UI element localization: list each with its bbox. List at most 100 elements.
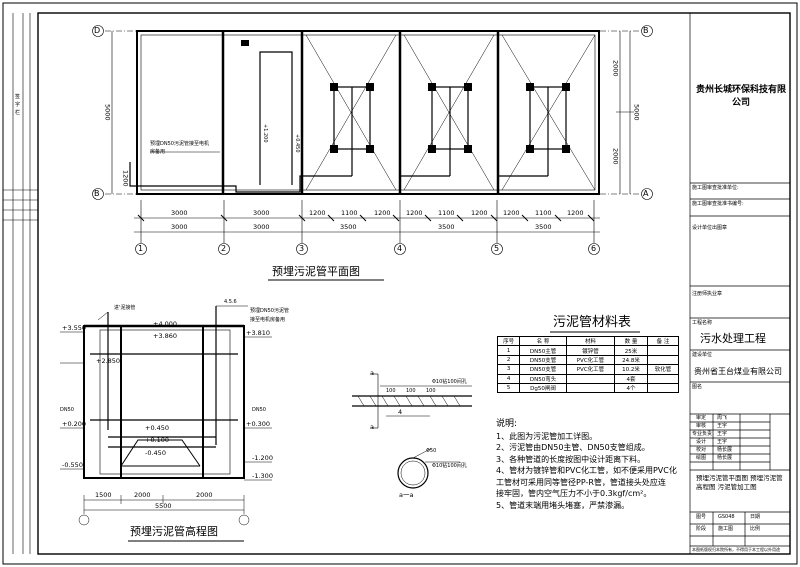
cert-design-stamp: 设计单位出图章: [692, 225, 728, 231]
table-cell: 镀锌管: [565, 345, 616, 356]
table-cell: 软化管: [647, 364, 679, 375]
note-line: 3、各种管道的长度按图中设计距离下料。: [496, 454, 646, 464]
notes-heading: 说明:: [496, 419, 518, 429]
left-strip: [3, 13, 38, 554]
plan-level-1: +1.200: [262, 124, 268, 143]
inner-frame: [37, 12, 791, 555]
table-cell: DN50主管: [519, 345, 567, 356]
elev-label-pipe-2: 接至电机房备用: [250, 317, 286, 323]
elev-level-1: +3.550: [62, 324, 87, 332]
detail-spacing-1: 100: [386, 388, 396, 394]
cert-engineer-stamp: 注册师执业章: [692, 291, 723, 297]
dim-top-9: 1200: [503, 209, 520, 217]
table-cell: 1: [496, 345, 521, 356]
drawing-number: GS048: [718, 514, 735, 520]
dim-top-8: 1200: [471, 209, 488, 217]
table-cell: [647, 373, 679, 384]
sign-name: 王宇: [717, 431, 728, 437]
label-project: 工程名称: [692, 320, 713, 326]
dim-top-6: 1200: [406, 209, 423, 217]
sign-name: 周飞: [717, 415, 728, 421]
label-client: 建设单位: [692, 352, 713, 358]
sign-name: 杨长展: [717, 455, 733, 461]
elev-level-9: -0.450: [145, 449, 166, 457]
table-cell: [647, 354, 679, 366]
materials-table: 序号 名 称 材料 数 量 备 注 1 DN50主管 镀锌管 25米 2 DN5…: [496, 335, 679, 394]
detail-callout-4: 4: [398, 408, 403, 416]
detail-a-top: a: [370, 369, 374, 377]
table-cell: Dg50闸阀: [519, 382, 567, 394]
axis-b-top-right: B: [643, 26, 649, 35]
dim-top-10: 1100: [535, 209, 552, 217]
dim-top-1: 3000: [171, 209, 188, 217]
table-cell: PVC化工管: [565, 354, 616, 366]
cert-approval-number: 施工图审查批准书编号:: [692, 201, 744, 207]
sign-row-label: 审定: [696, 415, 707, 421]
detail-section-label: a一a: [399, 491, 414, 499]
materials-header-row: 序号 名 称 材料 数 量 备 注: [496, 335, 679, 347]
axis-2: 2: [221, 244, 227, 253]
materials-title: 污泥管材料表: [553, 315, 632, 330]
dim-top-7: 1100: [438, 209, 455, 217]
sign-name: 杨长展: [717, 447, 733, 453]
note-line: 工管材可采用同等管径PP-R管，管道接头处应连: [496, 477, 666, 487]
dim-side-left: 5000: [103, 104, 112, 121]
elevation-view: [60, 305, 272, 542]
note-line: 4、管材为镀锌管和PVC化工管，如不便采用PVC化: [496, 466, 677, 475]
dim-bottom-3: 3500: [340, 223, 357, 231]
note-line: 2、污泥管由DN50主管、DN50支管组成。: [496, 443, 650, 452]
table-cell: [565, 382, 616, 394]
plan-view: [92, 25, 653, 281]
table-row: 1 DN50主管 镀锌管 25米: [496, 345, 679, 356]
axis-4: 4: [397, 244, 403, 253]
elev-level-6: +0.200: [62, 420, 87, 428]
elev-level-4: +3.810: [246, 329, 271, 337]
axis-d-top-left: D: [94, 26, 101, 35]
axis-5: 5: [494, 244, 500, 253]
table-row: 2 DN50支管 PVC化工管 24.8米: [496, 354, 679, 366]
note-line: 接牢固，管内空气压力不小于0.3kgf/cm²。: [496, 489, 652, 498]
dim-bottom-2: 3000: [253, 223, 270, 231]
cert-approval-unit: 施工图审查批准单位:: [692, 185, 739, 191]
detail-hole-note-2: Φ10钻100间孔: [432, 463, 467, 469]
client-name: 贵州省王台煤业有限公司: [694, 367, 782, 376]
table-cell: [647, 382, 679, 394]
project-name: 污水处理工程: [700, 332, 766, 345]
label-stage: 阶段: [696, 526, 707, 532]
detail-spacing-3: 100: [426, 388, 436, 394]
detail-spacing-2: 100: [406, 388, 416, 394]
dim-bottom-4: 3500: [438, 223, 455, 231]
sign-name: 王宇: [717, 423, 728, 429]
elev-level-3: +3.860: [153, 332, 178, 340]
axis-1: 1: [138, 244, 144, 253]
elev-level-7: +0.450: [145, 424, 170, 432]
sign-row-label: 专业负责: [692, 431, 713, 437]
elev-level-5: +2.850: [96, 357, 121, 365]
table-cell: [647, 345, 679, 356]
dim-right-2: 2000: [611, 148, 620, 165]
table-cell: [565, 373, 616, 384]
dim-top-5: 1200: [374, 209, 391, 217]
table-row: 4 DN50弯头 4套: [496, 373, 679, 384]
left-strip-char: 栏: [15, 110, 21, 116]
elev-level-11: -1.200: [252, 454, 273, 462]
sign-name: 王宇: [717, 439, 728, 445]
drawing-title: 预埋污泥管平面图 预埋污泥管高程图 污泥管加工图: [696, 474, 783, 491]
title-block-frame: [689, 13, 790, 554]
materials-header: 材料: [565, 335, 616, 347]
elev-label-axes: 4.5.6: [224, 299, 237, 305]
dim-left-small: 1200: [121, 170, 130, 187]
note-line: 1、此图为污泥管加工详图。: [496, 431, 598, 441]
elevation-title: 预埋污泥管高程图: [130, 525, 218, 538]
table-cell: DN50支管: [519, 354, 567, 366]
elev-label-pipe: 预埋DN50污泥管: [250, 308, 289, 314]
table-cell: PVC化工管: [565, 364, 616, 375]
detail-hole-note: Φ10钻100间孔: [432, 379, 467, 385]
table-cell: 2: [496, 354, 521, 366]
table-cell: 4个: [614, 382, 648, 394]
materials-header: 备 注: [647, 335, 679, 347]
table-cell: 5: [496, 382, 521, 394]
label-scale: 比例: [750, 526, 761, 532]
